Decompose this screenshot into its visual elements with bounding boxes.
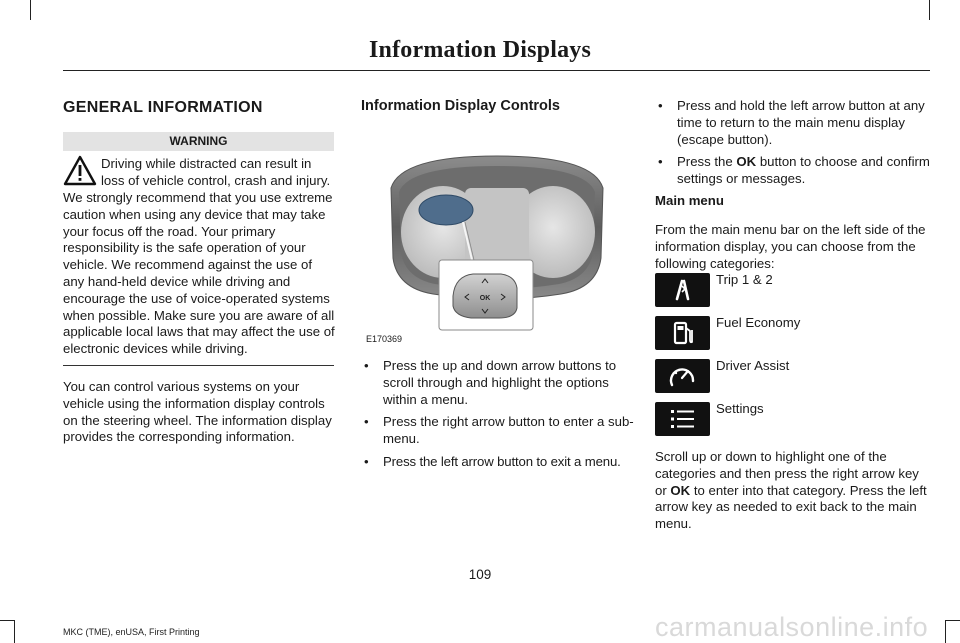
ok-key-label: OK <box>670 482 691 498</box>
controls-bullet-list-continued: Press and hold the left arrow button at … <box>655 98 930 194</box>
warning-line: loss of vehicle control, crash and injur… <box>101 173 331 188</box>
crop-mark <box>946 620 960 621</box>
paragraph-text: Scroll up or down to highlight one of th… <box>655 449 919 498</box>
crop-mark <box>14 620 15 643</box>
instrument-cluster-figure: OK <box>361 148 633 348</box>
menu-item-label: Fuel Economy <box>716 315 801 330</box>
page-number: 109 <box>468 567 492 582</box>
list-item: Press the right arrow button to enter a … <box>361 414 636 448</box>
figure-id: E170369 <box>366 334 403 344</box>
cluster-illustration: OK <box>390 155 604 331</box>
list-item: Press the OK button to choose and confir… <box>655 154 930 188</box>
final-paragraph: Scroll up or down to highlight one of th… <box>655 449 930 533</box>
section-heading: Information Display Controls <box>361 98 560 114</box>
road-icon <box>655 273 710 307</box>
warning-line: Driving while distracted can result in <box>101 156 312 171</box>
menu-item-label: Settings <box>716 401 764 416</box>
warning-text: We strongly recommend that you use extre… <box>63 190 335 357</box>
section-heading: GENERAL INFORMATION <box>63 99 263 116</box>
bullet-text: button to choose and confirm settings or… <box>677 154 930 187</box>
crop-mark <box>929 0 930 20</box>
list-item: Press the up and down arrow buttons to s… <box>361 358 636 408</box>
gauge-icon <box>655 359 710 393</box>
page-title: Information Displays <box>368 37 592 63</box>
crop-mark <box>945 620 946 643</box>
header-rule <box>63 70 930 71</box>
warning-icon <box>63 155 97 187</box>
ok-key-label: OK <box>736 154 757 170</box>
warning-bottom-rule <box>63 365 334 366</box>
printing-info: MKC (TME), enUSA, First Printing <box>63 627 200 637</box>
main-menu-intro: From the main menu bar on the left side … <box>655 222 926 271</box>
intro-paragraph: You can control various systems on your … <box>63 379 332 445</box>
warning-label: WARNING <box>63 132 334 151</box>
list-item: Press and hold the left arrow button at … <box>655 98 930 148</box>
watermark: carmanualsonline.info <box>655 612 929 642</box>
list-item: Press the left arrow button to exit a me… <box>361 454 636 471</box>
bullet-text: Press the <box>677 154 737 170</box>
menu-item-label: Trip 1 & 2 <box>716 272 773 287</box>
menu-item-label: Driver Assist <box>716 358 790 373</box>
main-menu-heading: Main menu <box>655 193 724 208</box>
paragraph-text: to enter into that category. Press the l… <box>655 482 927 532</box>
crop-mark <box>0 620 14 621</box>
controls-bullet-list: Press the up and down arrow buttons to s… <box>361 358 636 477</box>
ok-button-label: OK <box>480 295 491 302</box>
fuel-pump-icon <box>655 316 710 350</box>
crop-mark <box>30 0 31 20</box>
list-icon <box>655 402 710 436</box>
